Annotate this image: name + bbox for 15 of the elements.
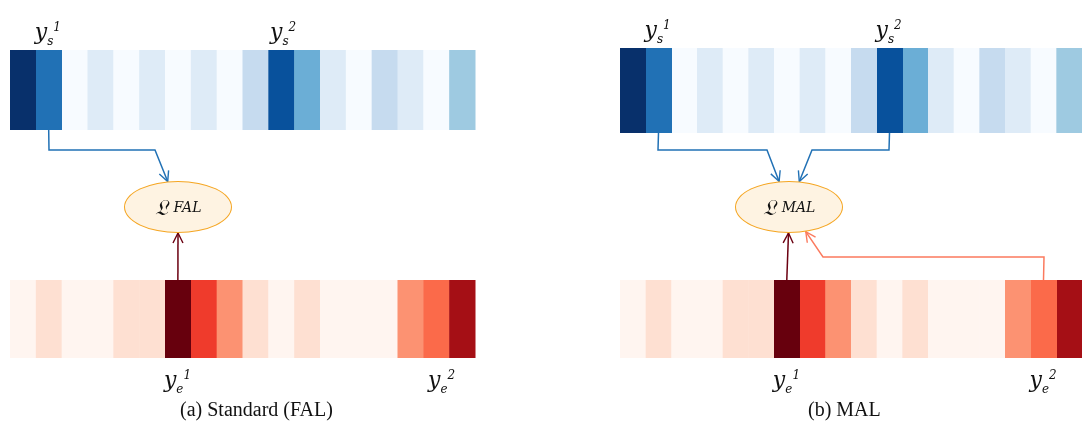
loss-ellipse: 𝔏$^{MAL}$ xyxy=(735,181,843,233)
arrow xyxy=(657,132,781,183)
heatmap-cell xyxy=(876,48,903,133)
arrow xyxy=(797,132,891,183)
heatmap-cell xyxy=(774,280,801,358)
loss-ellipse: 𝔏$^{FAL}$ xyxy=(124,181,232,233)
subfigure-caption: (b) MAL xyxy=(808,398,881,421)
heatmap-cell xyxy=(1030,280,1057,358)
arrow xyxy=(782,232,794,281)
arrow xyxy=(47,129,170,183)
heatmap-cell xyxy=(645,48,672,133)
heatmap-cell xyxy=(35,50,63,130)
heatmap-cell xyxy=(165,280,192,358)
arrow xyxy=(172,232,184,281)
subfigure-caption: (a) Standard (FAL) xyxy=(180,398,333,421)
